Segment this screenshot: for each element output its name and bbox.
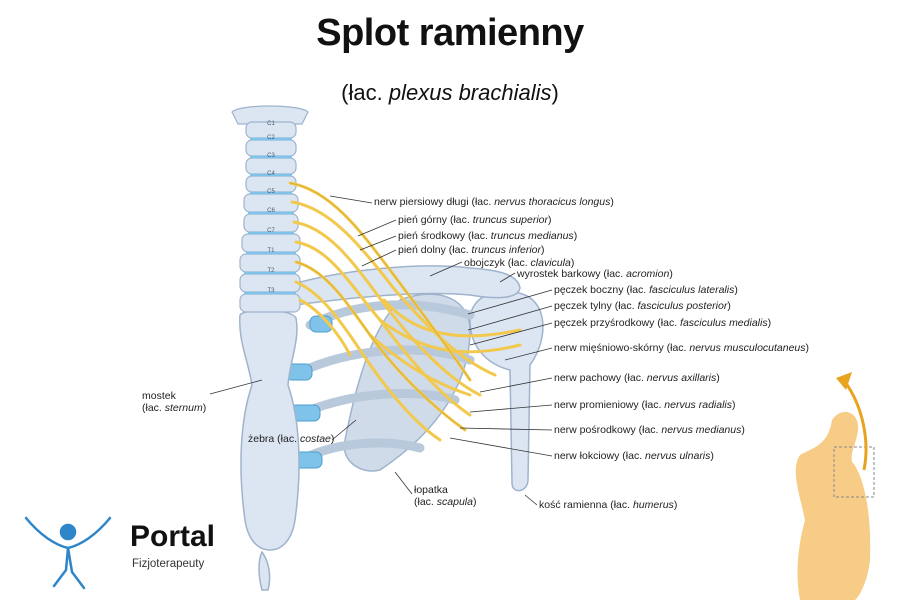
humerus-bone	[469, 290, 544, 492]
plexus-nerve-outline	[289, 182, 471, 431]
intervertebral-discs	[244, 137, 296, 295]
sternum-bone	[239, 309, 300, 591]
vertebra-label-t1: T1	[267, 248, 275, 254]
vertebra-label-c3: C3	[267, 153, 275, 159]
label-nervus-musculocutaneus: nerw mięśniowo-skórny (łac. nervus muscu…	[554, 342, 810, 354]
logo-icon	[24, 516, 112, 590]
label-nervus-thoracicus-longus: nerw piersiowy długi (łac. nervus thorac…	[374, 196, 614, 208]
page-subtitle: (łac. plexus brachialis)	[341, 80, 559, 105]
cervical-spine	[231, 105, 309, 313]
vertebra-label-c5: C5	[267, 189, 275, 195]
label-nervus-ulnaris: nerw łokciowy (łac. nervus ulnaris)	[554, 450, 714, 462]
label-costae: żebra (łac. costae)	[248, 433, 335, 445]
vertebra-label-c1: C1	[267, 121, 275, 127]
vertebra-label-c7: C7	[267, 228, 275, 234]
clavicle-bone	[289, 265, 521, 306]
label-nervus-medianus: nerw pośrodkowy (łac. nervus medianus)	[554, 424, 745, 436]
label-sternum: mostek(łac. sternum)	[142, 390, 207, 414]
vertebra-label-t2: T2	[267, 268, 275, 274]
label-fasciculus-medialis: pęczek przyśrodkowy (łac. fasciculus med…	[554, 317, 772, 329]
body-locator	[795, 372, 875, 600]
vertebra-label-c2: C2	[267, 135, 275, 141]
label-humerus: kość ramienna (łac. humerus)	[539, 499, 678, 511]
label-nervus-radialis: nerw promieniowy (łac. nervus radialis)	[554, 399, 736, 411]
label-truncus-superior: pień górny (łac. truncus superior)	[398, 214, 552, 226]
label-acromion: wyrostek barkowy (łac. acromion)	[517, 268, 673, 280]
label-truncus-medianus: pień środkowy (łac. truncus medianus)	[398, 230, 578, 242]
label-clavicula: obojczyk (łac. clavicula)	[464, 257, 575, 269]
label-nervus-axillaris: nerw pachowy (łac. nervus axillaris)	[554, 372, 720, 384]
label-scapula: łopatka(łac. scapula)	[414, 484, 477, 508]
vertebra-label-c6: C6	[267, 208, 275, 214]
label-fasciculus-lateralis: pęczek boczny (łac. fasciculus lateralis…	[554, 284, 738, 296]
page-title: Splot ramienny	[316, 12, 584, 54]
vertebra-label-c4: C4	[267, 171, 275, 177]
logo-subtitle: Fizjoterapeuty	[132, 558, 205, 570]
label-truncus-inferior: pień dolny (łac. truncus inferior)	[398, 244, 545, 256]
logo-wordmark: Portal	[130, 520, 216, 553]
leader-lines	[209, 195, 553, 506]
label-fasciculus-posterior: pęczek tylny (łac. fasciculus posterior)	[554, 300, 731, 312]
vertebra-label-t3: T3	[267, 288, 275, 294]
